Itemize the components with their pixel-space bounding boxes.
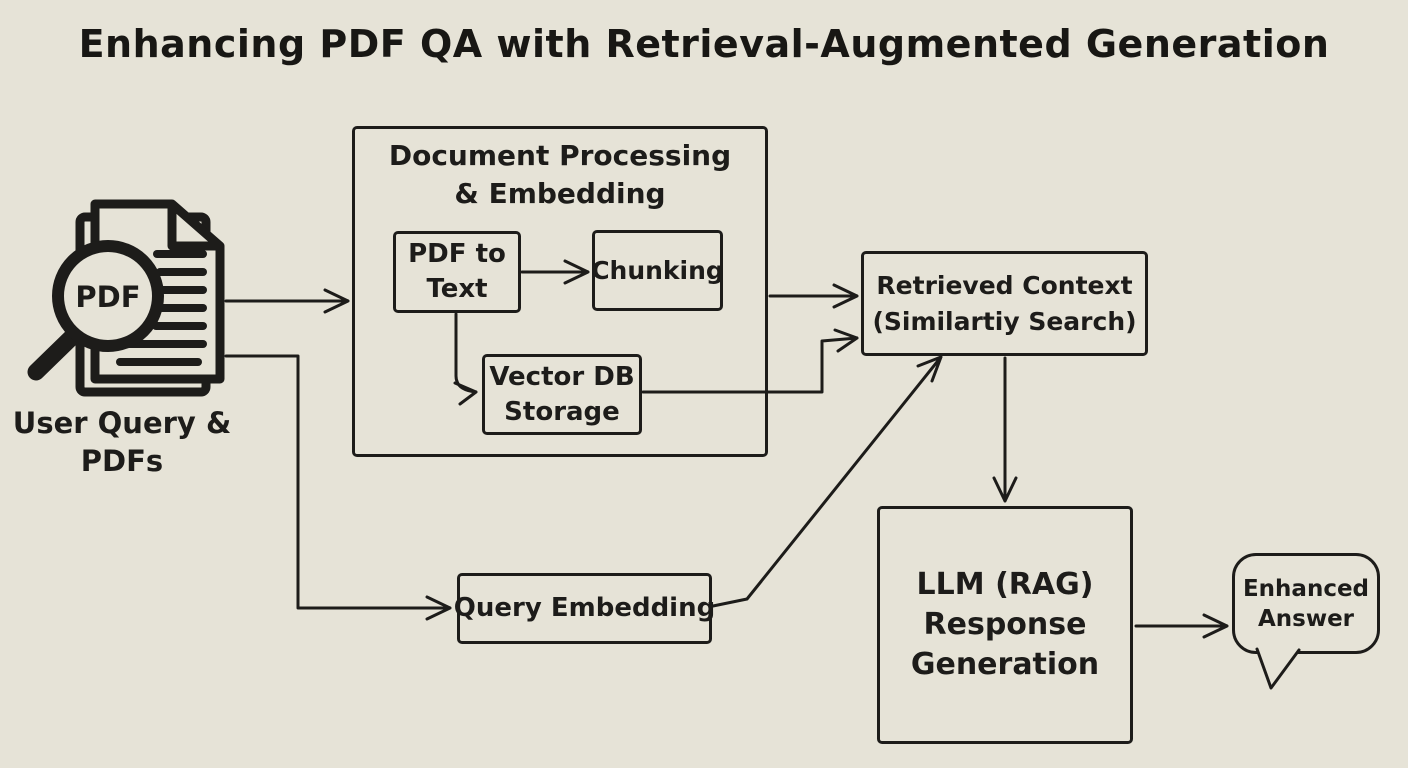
enhanced-answer-label-line2: Answer	[1257, 605, 1355, 632]
llm-label-line3: Generation	[910, 647, 1100, 682]
document-processing-heading: Document Processing & Embedding	[389, 137, 731, 213]
document-processing-group-box: Document Processing & Embedding	[352, 126, 768, 457]
user-query-label-line2: & PDFs	[80, 406, 232, 478]
magnifier-icon: PDF	[27, 240, 164, 381]
pdf-to-text-label-line2: Text	[426, 274, 488, 304]
document-processing-heading-line2: & Embedding	[454, 177, 666, 210]
document-processing-heading-line1: Document Processing	[388, 139, 732, 172]
llm-response-generation-node: LLM (RAG) Response Generation	[877, 506, 1133, 744]
query-embedding-label: Query Embedding	[453, 593, 716, 623]
llm-label-line2: Response	[923, 607, 1087, 642]
pdf-to-text-label-line1: PDF to	[408, 239, 506, 269]
pdf-to-text-node: PDF to Text	[393, 231, 521, 313]
vector-db-label-line2: Storage	[504, 396, 620, 427]
retrieved-context-node: Retrieved Context (Similartiy Search)	[861, 251, 1148, 356]
enhanced-answer-label-line1: Enhanced	[1242, 575, 1370, 602]
retrieved-context-label-line2: (Similartiy Search)	[872, 306, 1137, 336]
llm-label-line1: LLM (RAG)	[916, 567, 1094, 602]
document-front-page-icon	[90, 199, 225, 384]
arrow-docprocessing-to-retrieved-context	[768, 283, 859, 309]
retrieved-context-label-line1: Retrieved Context	[876, 270, 1133, 300]
pdf-document-magnifier-icon: PDF	[27, 199, 225, 397]
user-query-pdfs-label: User Query & PDFs	[12, 404, 232, 480]
speech-bubble-tail	[1255, 647, 1301, 690]
chunking-node: Chunking	[591, 230, 724, 311]
query-embedding-node: Query Embedding	[453, 573, 716, 644]
arrow-user-to-document-processing	[224, 288, 350, 314]
vector-db-storage-node: Vector DB Storage	[482, 354, 642, 435]
user-query-label-line1: User Query	[12, 406, 196, 440]
diagram-title: Enhancing PDF QA with Retrieval-Augmente…	[78, 22, 1330, 66]
chunking-label: Chunking	[591, 256, 724, 285]
arrow-retrieved-context-to-llm	[992, 356, 1018, 503]
document-text-lines-icon	[116, 250, 207, 366]
enhanced-answer-bubble: Enhanced Answer	[1232, 553, 1380, 654]
arrow-llm-to-enhanced-answer	[1134, 613, 1229, 639]
vector-db-label-line1: Vector DB	[489, 361, 635, 392]
pdf-icon-label: PDF	[75, 280, 140, 314]
document-back-page-icon	[75, 212, 211, 397]
